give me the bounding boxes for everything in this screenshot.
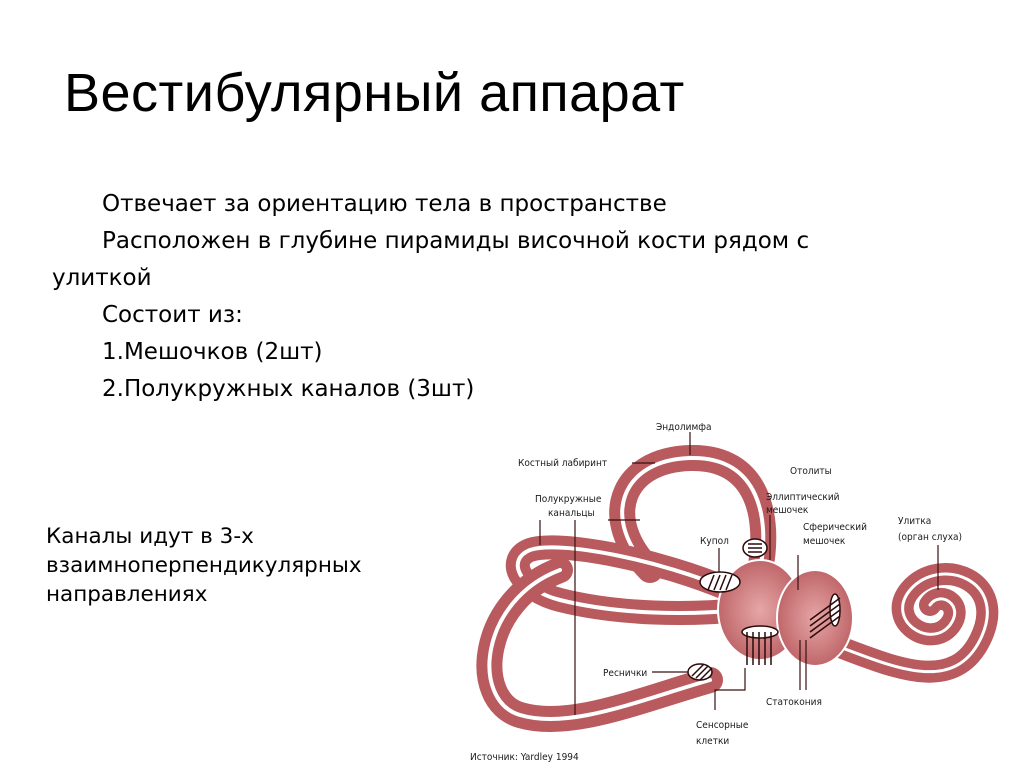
note-line-3: направлениях bbox=[46, 582, 208, 607]
label-sensory-1: Сенсорные bbox=[696, 720, 749, 731]
label-utricle-1: Эллиптический bbox=[766, 492, 840, 503]
bullet-sacs: 1.Мешочков (2шт) bbox=[102, 339, 323, 365]
label-saccule-2: мешочек bbox=[803, 536, 846, 547]
label-bony-labyrinth: Костный лабиринт bbox=[518, 457, 607, 469]
slide-title: Вестибулярный аппарат bbox=[64, 63, 685, 123]
bullet-orientation: Отвечает за ориентацию тела в пространст… bbox=[102, 191, 667, 217]
saccule bbox=[776, 569, 854, 667]
bullet-consists-of: Состоит из: bbox=[102, 302, 243, 328]
label-saccule-1: Сферический bbox=[803, 522, 867, 533]
label-cilia: Реснички bbox=[603, 668, 647, 679]
bullet-list: Отвечает за ориентацию тела в пространст… bbox=[52, 186, 982, 408]
label-statoconia: Статокония bbox=[766, 697, 822, 708]
label-cochlea-2: (орган слуха) bbox=[898, 532, 962, 543]
note-line-2: взаимноперпендикулярных bbox=[46, 553, 362, 578]
label-cochlea-1: Улитка bbox=[898, 516, 931, 527]
labyrinth-shape bbox=[476, 444, 999, 733]
label-cupula: Купол bbox=[700, 536, 729, 547]
label-source: Источник: Yardley 1994 bbox=[470, 752, 579, 763]
label-sensory-2: клетки bbox=[696, 736, 729, 747]
hair-bundles bbox=[687, 538, 841, 681]
bullet-location: Расположен в глубине пирамиды височной к… bbox=[102, 228, 810, 254]
vestibular-diagram: Эндолимфа Костный лабиринт Полукружные к… bbox=[470, 422, 999, 763]
label-otoliths: Отолиты bbox=[790, 466, 832, 477]
bullet-location-wrap: улиткой bbox=[52, 265, 152, 291]
label-utricle-2: мешочек bbox=[766, 505, 809, 516]
label-semicircular-1: Полукружные bbox=[535, 494, 602, 505]
note-line-1: Каналы идут в 3-х bbox=[46, 524, 254, 549]
label-semicircular-2: канальцы bbox=[548, 508, 595, 519]
canals-note: Каналы идут в 3-х взаимноперпендикулярны… bbox=[46, 522, 446, 609]
label-endolymph: Эндолимфа bbox=[656, 422, 711, 433]
bullet-canals: 2.Полукружных каналов (3шт) bbox=[102, 376, 475, 402]
leader-lines bbox=[539, 432, 939, 715]
